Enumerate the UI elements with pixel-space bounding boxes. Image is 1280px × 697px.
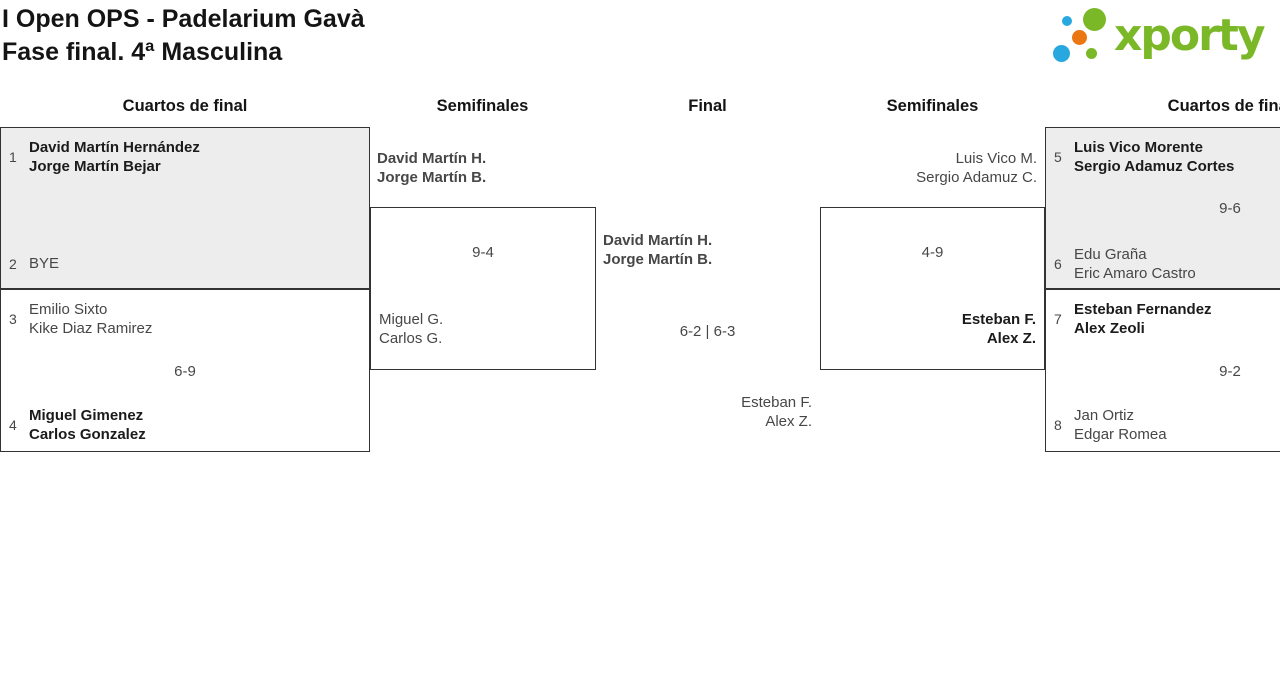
match-box-sf-right: 4-9 Esteban F. Alex Z. bbox=[820, 207, 1045, 370]
player-name: Edgar Romea bbox=[1074, 426, 1167, 443]
match-box-qf-right-1: 5 Luis Vico Morente Sergio Adamuz Cortes… bbox=[1045, 127, 1280, 289]
player-name: David Martín Hernández bbox=[29, 139, 200, 156]
sf-right-top-team: Luis Vico M. Sergio Adamuz C. bbox=[820, 149, 1037, 187]
player-name: Miguel Gimenez bbox=[29, 407, 144, 424]
sf-left-top-team: David Martín H. Jorge Martín B. bbox=[377, 149, 486, 187]
seed-number: 4 bbox=[9, 417, 17, 433]
team-entry-seed-1: 1 David Martín Hernández Jorge Martín Be… bbox=[9, 138, 200, 176]
player-name: Emilio Sixto bbox=[29, 301, 108, 318]
seed-number: 2 bbox=[9, 255, 17, 272]
team-names: Esteban Fernandez Alex Zeoli bbox=[1074, 300, 1212, 338]
final-score: 6-2 | 6-3 bbox=[679, 323, 736, 340]
player-name: Eric Amaro Castro bbox=[1074, 265, 1196, 282]
logo-dot-blue-large-icon bbox=[1053, 45, 1070, 62]
xporty-logo-text: xporty bbox=[1114, 10, 1266, 61]
player-name: Sergio Adamuz Cortes bbox=[1074, 158, 1235, 175]
logo-dot-orange-icon bbox=[1072, 30, 1087, 45]
player-name: Edu Graña bbox=[1074, 246, 1147, 263]
team-names: David Martín Hernández Jorge Martín Beja… bbox=[29, 138, 200, 176]
tournament-title: I Open OPS - Padelarium Gavà Fase final.… bbox=[2, 3, 365, 69]
team-entry-seed-3: 3 Emilio Sixto Kike Diaz Ramirez bbox=[9, 300, 152, 338]
seed-number: 1 bbox=[9, 149, 17, 165]
player-name: Alex Z. bbox=[765, 413, 812, 430]
logo-dot-green-small-icon bbox=[1086, 48, 1097, 59]
tournament-title-line2: Fase final. 4ª Masculina bbox=[2, 38, 283, 66]
round-header-semifinals-left: Semifinales bbox=[436, 97, 529, 115]
sf-left-bottom-team: Miguel G. Carlos G. bbox=[379, 310, 443, 348]
player-name: Jorge Martín B. bbox=[377, 169, 487, 186]
round-header-semifinals-right: Semifinales bbox=[886, 97, 979, 115]
player-name: Miguel G. bbox=[379, 311, 444, 328]
tournament-title-line1: I Open OPS - Padelarium Gavà bbox=[2, 5, 365, 33]
round-header-quarterfinals-left: Cuartos de final bbox=[122, 97, 248, 115]
player-name: Carlos Gonzalez bbox=[29, 426, 146, 443]
team-entry-seed-4: 4 Miguel Gimenez Carlos Gonzalez bbox=[9, 406, 146, 444]
team-names: BYE bbox=[29, 254, 59, 273]
match-score: 9-2 bbox=[1219, 363, 1241, 380]
player-name: Alex Zeoli bbox=[1074, 320, 1145, 337]
seed-number: 6 bbox=[1054, 256, 1062, 272]
final-winner-team: David Martín H. Jorge Martín B. bbox=[603, 231, 712, 269]
player-name: David Martín H. bbox=[603, 232, 713, 249]
seed-number: 8 bbox=[1054, 417, 1062, 433]
match-score: 4-9 bbox=[921, 244, 944, 261]
logo-dot-green-large-icon bbox=[1083, 8, 1106, 31]
player-name: Esteban F. bbox=[961, 311, 1036, 328]
bye-label: BYE bbox=[29, 255, 60, 272]
match-box-qf-left-2: 3 Emilio Sixto Kike Diaz Ramirez 6-9 4 M… bbox=[0, 289, 370, 452]
team-names: Jan Ortiz Edgar Romea bbox=[1074, 406, 1167, 444]
final-runner-up-team: Esteban F. Alex Z. bbox=[595, 393, 812, 431]
player-name: Luis Vico Morente bbox=[1074, 139, 1203, 156]
match-score: 9-4 bbox=[472, 244, 494, 261]
seed-number: 7 bbox=[1054, 311, 1062, 327]
team-entry-seed-6: 6 Edu Graña Eric Amaro Castro bbox=[1054, 245, 1196, 283]
team-names: Miguel G. Carlos G. bbox=[379, 310, 443, 348]
round-header-final: Final bbox=[688, 97, 727, 115]
player-name: Sergio Adamuz C. bbox=[916, 169, 1037, 186]
player-name: Jorge Martín B. bbox=[603, 251, 713, 268]
seed-number: 5 bbox=[1054, 149, 1062, 165]
xporty-logo[interactable]: xporty bbox=[1050, 4, 1280, 72]
team-names: Miguel Gimenez Carlos Gonzalez bbox=[29, 406, 146, 444]
player-name: Luis Vico M. bbox=[955, 150, 1037, 167]
player-name: Kike Diaz Ramirez bbox=[29, 320, 153, 337]
player-name: Jan Ortiz bbox=[1074, 407, 1135, 424]
match-score: 6-9 bbox=[174, 363, 196, 380]
logo-dot-blue-small-icon bbox=[1062, 16, 1072, 26]
round-header-quarterfinals-right: Cuartos de final bbox=[1167, 97, 1280, 115]
match-box-qf-left-1: 1 David Martín Hernández Jorge Martín Be… bbox=[0, 127, 370, 289]
team-entry-seed-2: 2 BYE bbox=[9, 254, 59, 273]
player-name: Jorge Martín Bejar bbox=[29, 158, 161, 175]
team-entry-seed-8: 8 Jan Ortiz Edgar Romea bbox=[1054, 406, 1167, 444]
team-names: Esteban F. Alex Z. bbox=[962, 310, 1036, 348]
team-entry-seed-5: 5 Luis Vico Morente Sergio Adamuz Cortes bbox=[1054, 138, 1234, 176]
match-box-sf-left: 9-4 Miguel G. Carlos G. bbox=[370, 207, 596, 370]
player-name: Esteban Fernandez bbox=[1074, 301, 1212, 318]
team-entry-seed-7: 7 Esteban Fernandez Alex Zeoli bbox=[1054, 300, 1212, 338]
player-name: Alex Z. bbox=[986, 330, 1036, 347]
player-name: Esteban F. bbox=[741, 394, 812, 411]
team-names: Edu Graña Eric Amaro Castro bbox=[1074, 245, 1196, 283]
player-name: Carlos G. bbox=[379, 330, 443, 347]
match-score: 9-6 bbox=[1219, 200, 1241, 217]
team-names: Emilio Sixto Kike Diaz Ramirez bbox=[29, 300, 152, 338]
seed-number: 3 bbox=[9, 311, 17, 327]
match-box-qf-right-2: 7 Esteban Fernandez Alex Zeoli 9-2 8 Jan… bbox=[1045, 289, 1280, 452]
team-names: Luis Vico Morente Sergio Adamuz Cortes bbox=[1074, 138, 1234, 176]
sf-right-bottom-team: Esteban F. Alex Z. bbox=[962, 310, 1036, 348]
player-name: David Martín H. bbox=[377, 150, 487, 167]
